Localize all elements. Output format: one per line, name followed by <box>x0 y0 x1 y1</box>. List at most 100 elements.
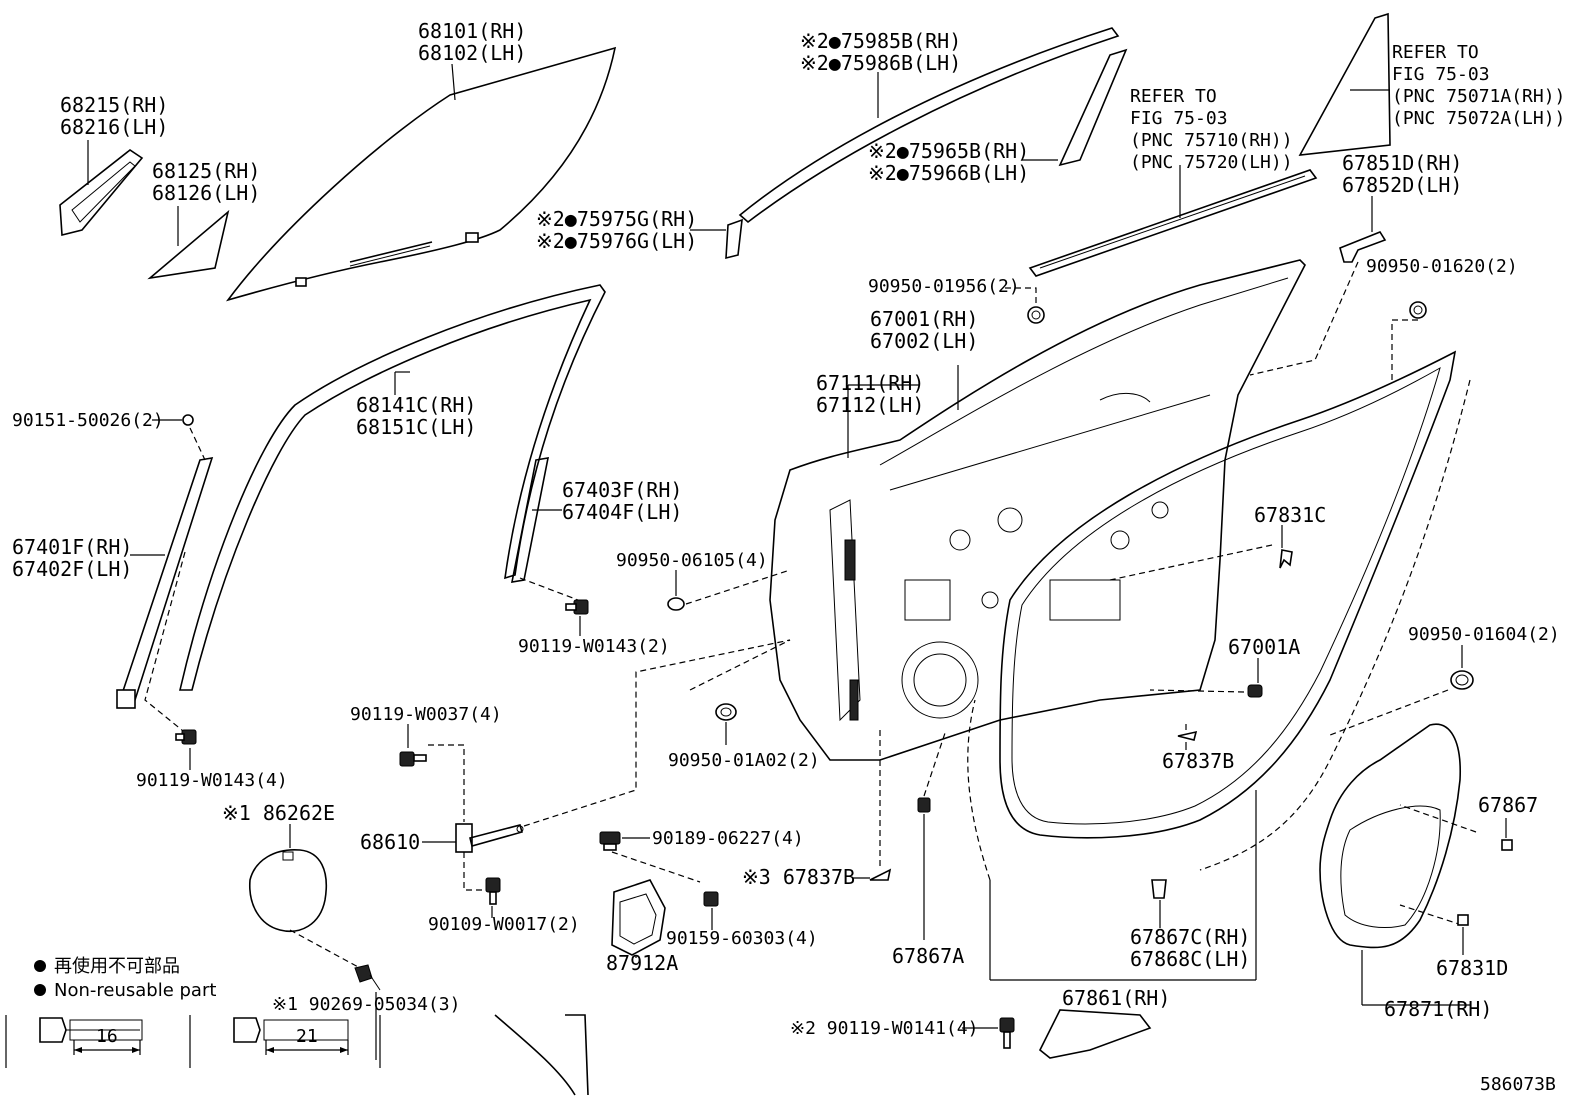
clip-67867c <box>1151 879 1167 899</box>
door-fragment-bottom <box>494 1014 589 1096</box>
label-90189: 90189-06227(4) <box>652 828 804 849</box>
legend-marker-2 <box>34 984 46 996</box>
label-86262e: ※1 86262E <box>222 801 335 825</box>
pillar-garnish <box>1298 12 1391 156</box>
door-weatherstrip <box>999 350 1457 839</box>
label-67002: 67002(LH) <box>870 329 978 353</box>
label-67871-cut: 67871(RH) <box>1384 997 1492 1021</box>
bolt-90119-w0141 <box>999 1017 1015 1049</box>
stopper-67001a <box>1247 684 1263 698</box>
sill-bracket <box>1038 1009 1152 1059</box>
label-90109: 90109-W0017(2) <box>428 914 580 935</box>
bolt-90119-w0143-4 <box>175 729 197 745</box>
label-68215: 68215(RH) <box>60 93 168 117</box>
label-67402f: 67402F(LH) <box>12 557 132 581</box>
label-90269: ※1 90269-05034(3) <box>272 994 460 1015</box>
label-68151c: 68151C(LH) <box>356 415 476 439</box>
ref2-line2: FIG 75-03 <box>1392 64 1490 85</box>
label-68610: 68610 <box>360 830 420 854</box>
label-68141c: 68141C(RH) <box>356 393 476 417</box>
legend-marker-1 <box>34 960 46 972</box>
label-67831d: 67831D <box>1436 956 1508 980</box>
label-68126: 68126(LH) <box>152 181 260 205</box>
label-90950-01a02: 90950-01A02(2) <box>668 750 820 771</box>
label-87912a: 87912A <box>606 951 678 975</box>
dimension-box-1: 16 <box>5 1015 191 1068</box>
dimension-box-2: 21 <box>233 1015 381 1068</box>
label-67831c: 67831C <box>1254 503 1326 527</box>
clip-67867 <box>1501 839 1513 851</box>
label-67868c: 67868C(LH) <box>1130 947 1250 971</box>
label-90151: 90151-50026(2) <box>12 410 164 431</box>
door-panel <box>769 259 1306 761</box>
label-75975g: ※2●75975G(RH) <box>536 207 697 231</box>
ref1-line4: (PNC 75720(LH)) <box>1130 152 1293 173</box>
plug-90950-01620 <box>1409 301 1427 319</box>
plug-90950-01a02 <box>715 703 737 721</box>
label-67867a: 67867A <box>892 944 964 968</box>
label-75985b: ※2●75985B(RH) <box>800 29 961 53</box>
pad-67837b-right <box>1177 730 1198 741</box>
label-67837b-left: ※3 67837B <box>742 865 855 889</box>
label-68102: 68102(LH) <box>418 41 526 65</box>
pad-67837b-left <box>869 868 892 881</box>
label-67867: 67867 <box>1478 793 1538 817</box>
screw-90151 <box>182 414 194 426</box>
belt-moldings <box>725 27 1128 260</box>
label-90119-w0143-4: 90119-W0143(4) <box>136 770 288 791</box>
label-67401f: 67401F(RH) <box>12 535 132 559</box>
door-check-68610 <box>455 823 524 853</box>
label-90950-01620: 90950-01620(2) <box>1366 256 1518 277</box>
label-67861: 67861(RH) <box>1062 986 1170 1010</box>
label-67404f: 67404F(LH) <box>562 500 682 524</box>
ref2-line1: REFER TO <box>1392 42 1479 63</box>
bolt-90119-w0143-2 <box>565 599 589 615</box>
label-90159: 90159-60303(4) <box>666 928 818 949</box>
clip-67831d <box>1457 914 1469 926</box>
label-68216: 68216(LH) <box>60 115 168 139</box>
label-90119-w0037: 90119-W0037(4) <box>350 704 502 725</box>
label-90950-06105: 90950-06105(4) <box>616 550 768 571</box>
label-67403f: 67403F(RH) <box>562 478 682 502</box>
label-68101: 68101(RH) <box>418 19 526 43</box>
quarter-window-frame <box>59 149 144 237</box>
quarter-glass <box>147 209 230 280</box>
label-67112: 67112(LH) <box>816 393 924 417</box>
clip-90189 <box>599 831 621 851</box>
label-75965b: ※2●75965B(RH) <box>868 139 1029 163</box>
plug-90950-01604 <box>1450 670 1474 690</box>
label-75966b: ※2●75966B(LH) <box>868 161 1029 185</box>
service-hole-cover <box>1319 723 1461 949</box>
clip-67831c <box>1279 549 1293 569</box>
figure-id: 586073B <box>1480 1074 1556 1095</box>
speaker-gasket-86262e <box>249 849 327 932</box>
label-67852d: 67852D(LH) <box>1342 173 1462 197</box>
label-68125: 68125(RH) <box>152 159 260 183</box>
label-67111: 67111(RH) <box>816 371 924 395</box>
legend-english: Non-reusable part <box>54 980 216 1001</box>
bolt-90119-w0037 <box>399 751 427 767</box>
ref2-line4: (PNC 75072A(LH)) <box>1392 108 1565 129</box>
belt-weatherstrip <box>1028 169 1318 277</box>
clip-67867a <box>917 797 931 813</box>
label-67867c: 67867C(RH) <box>1130 925 1250 949</box>
label-75986b: ※2●75986B(LH) <box>800 51 961 75</box>
bracket-87912a <box>611 879 666 956</box>
division-bar-68141c <box>178 284 606 691</box>
clip-90269 <box>354 964 381 991</box>
label-67851d: 67851D(RH) <box>1342 151 1462 175</box>
ref1-line1: REFER TO <box>1130 86 1217 107</box>
ref1-line2: FIG 75-03 <box>1130 108 1228 129</box>
label-75976g: ※2●75976G(LH) <box>536 229 697 253</box>
grommet-90950-06105 <box>667 597 685 611</box>
plug-90950-01956 <box>1027 306 1045 324</box>
bolt-90159 <box>703 891 719 907</box>
dimension-21: 21 <box>296 1026 318 1047</box>
legend: 再使用不可部品 Non-reusable part <box>34 956 216 1001</box>
label-90950-01604: 90950-01604(2) <box>1408 624 1560 645</box>
bracket-67851d <box>1339 231 1387 263</box>
label-67001a: 67001A <box>1228 635 1300 659</box>
label-67837b-right: 67837B <box>1162 749 1234 773</box>
ref1-line3: (PNC 75710(RH)) <box>1130 130 1293 151</box>
